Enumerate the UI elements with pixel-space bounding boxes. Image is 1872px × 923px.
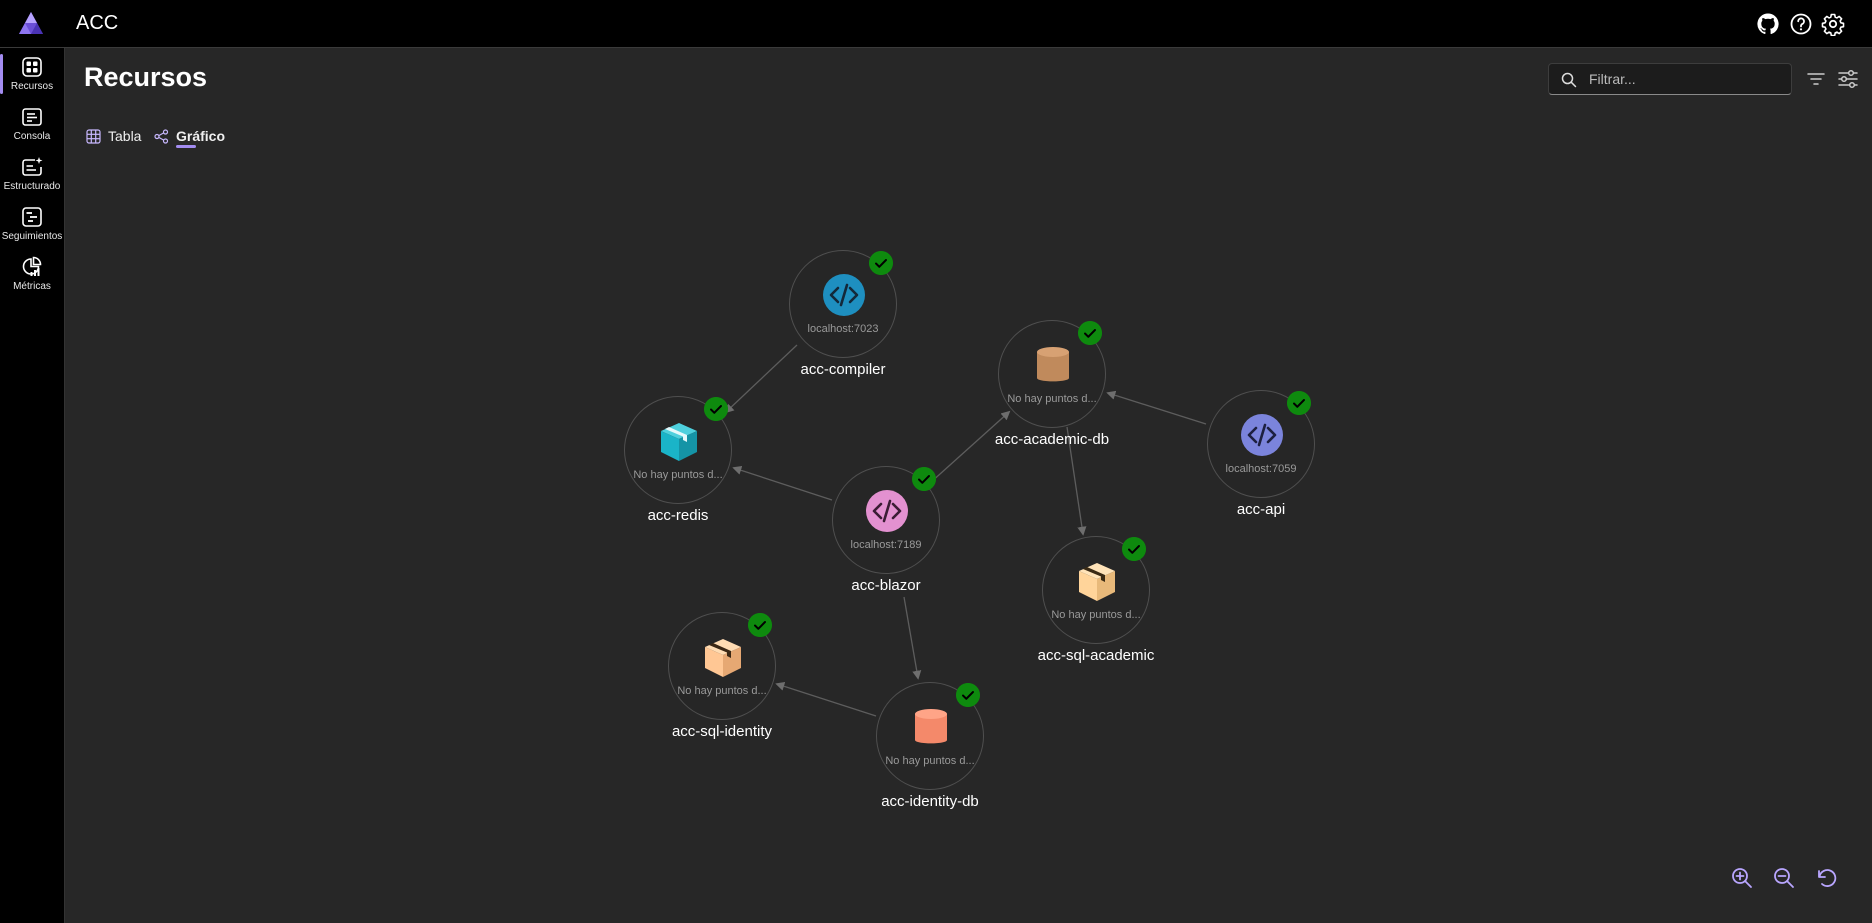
structured-logs-icon [22,157,43,176]
settings-icon[interactable] [1821,12,1845,36]
page-title: Recursos [84,62,208,92]
edge-blazor-identity-db [903,596,922,680]
resource-node-acc-identity-db[interactable]: No hay puntos d... [876,682,984,790]
aspire-logo-icon[interactable] [18,10,44,36]
tab-grafico[interactable]: Gráfico [154,122,225,150]
code-project-icon [1241,414,1283,456]
options-sliders-icon[interactable] [1837,68,1859,90]
nav-item-seguimientos[interactable]: Seguimientos [0,202,64,248]
running-status-icon [912,467,936,491]
nav-label: Estructurado [3,181,61,192]
edge-identity-db-sql-identity [775,681,877,717]
side-nav: Recursos Consola Estructurado Seguimient… [0,48,65,923]
node-endpoint: No hay puntos d... [885,755,975,767]
traces-icon [22,207,42,227]
edge-compiler-redis [724,344,798,414]
reset-view-icon[interactable] [1814,866,1838,890]
resource-node-acc-api[interactable]: localhost:7059 [1207,390,1315,498]
node-endpoint: localhost:7059 [1225,463,1297,475]
container-box-icon [661,423,697,461]
node-name: acc-api [1236,501,1286,518]
resource-node-acc-blazor[interactable]: localhost:7189 [832,466,940,574]
nav-item-recursos[interactable]: Recursos [0,52,64,98]
tab-selected-indicator [176,145,196,148]
database-icon [915,709,947,744]
table-icon [86,128,101,144]
node-name: acc-compiler [800,361,886,378]
running-status-icon [1122,537,1146,561]
node-endpoint: localhost:7023 [807,323,879,335]
edge-blazor-redis [732,465,833,501]
node-endpoint: No hay puntos d... [633,469,723,481]
resources-grid-icon [22,57,42,77]
graph-icon [154,128,169,144]
resource-node-acc-compiler[interactable]: localhost:7023 [789,250,897,358]
tab-label: Tabla [108,128,142,144]
top-header: ACC [0,0,1872,48]
nav-item-metricas[interactable]: Métricas [0,252,64,298]
tab-label: Gráfico [176,128,226,144]
zoom-out-icon[interactable] [1772,866,1796,890]
tab-tabla[interactable]: Tabla [86,122,141,150]
node-endpoint: No hay puntos d... [677,685,767,697]
code-project-icon [823,274,865,316]
filter-icon[interactable] [1805,68,1827,90]
node-endpoint: localhost:7189 [850,539,922,551]
resource-node-acc-academic-db[interactable]: No hay puntos d... [998,320,1106,428]
container-box-icon [705,639,741,677]
running-status-icon [1078,321,1102,345]
nav-label: Consola [13,131,51,142]
nav-item-estructurado[interactable]: Estructurado [0,152,64,198]
running-status-icon [869,251,893,275]
code-project-icon [866,490,908,532]
container-box-icon [1079,563,1115,601]
node-name: acc-identity-db [881,793,979,810]
metrics-icon [22,256,42,276]
node-endpoint: No hay puntos d... [1007,393,1097,405]
search-icon [1561,72,1577,88]
resource-node-acc-redis[interactable]: No hay puntos d... [624,396,732,504]
running-status-icon [1287,391,1311,415]
help-icon[interactable] [1789,12,1813,36]
console-icon [22,108,42,126]
nav-label: Seguimientos [1,231,63,242]
node-name: acc-sql-identity [671,723,773,740]
node-name: acc-sql-academic [1037,647,1155,664]
database-icon [1037,347,1069,382]
running-status-icon [956,683,980,707]
nav-label: Recursos [10,81,54,92]
zoom-in-icon[interactable] [1730,866,1754,890]
running-status-icon [748,613,772,637]
filter-input[interactable] [1589,64,1785,94]
node-name: acc-academic-db [994,431,1110,448]
resource-node-acc-sql-identity[interactable]: No hay puntos d... [668,612,776,720]
filter-field[interactable] [1548,63,1792,95]
app-title: ACC [76,12,119,34]
node-name: acc-redis [647,507,709,524]
nav-label: Métricas [13,281,51,292]
node-name: acc-blazor [851,577,921,594]
edge-api-academic-db [1106,390,1207,425]
resource-node-acc-sql-academic[interactable]: No hay puntos d... [1042,536,1150,644]
running-status-icon [704,397,728,421]
node-endpoint: No hay puntos d... [1051,609,1141,621]
nav-item-consola[interactable]: Consola [0,102,64,148]
github-icon[interactable] [1756,12,1780,36]
